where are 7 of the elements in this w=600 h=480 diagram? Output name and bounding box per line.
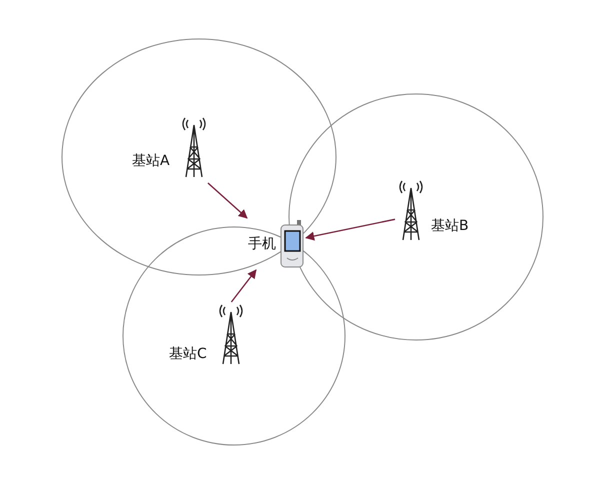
arrow	[305, 218, 396, 241]
node-label: 基站C	[169, 346, 207, 362]
arrow	[230, 269, 257, 302]
arrow	[208, 182, 248, 219]
node-label: 手机	[248, 236, 276, 252]
node-label: 基站A	[132, 153, 170, 169]
node-label: 基站B	[431, 218, 469, 234]
